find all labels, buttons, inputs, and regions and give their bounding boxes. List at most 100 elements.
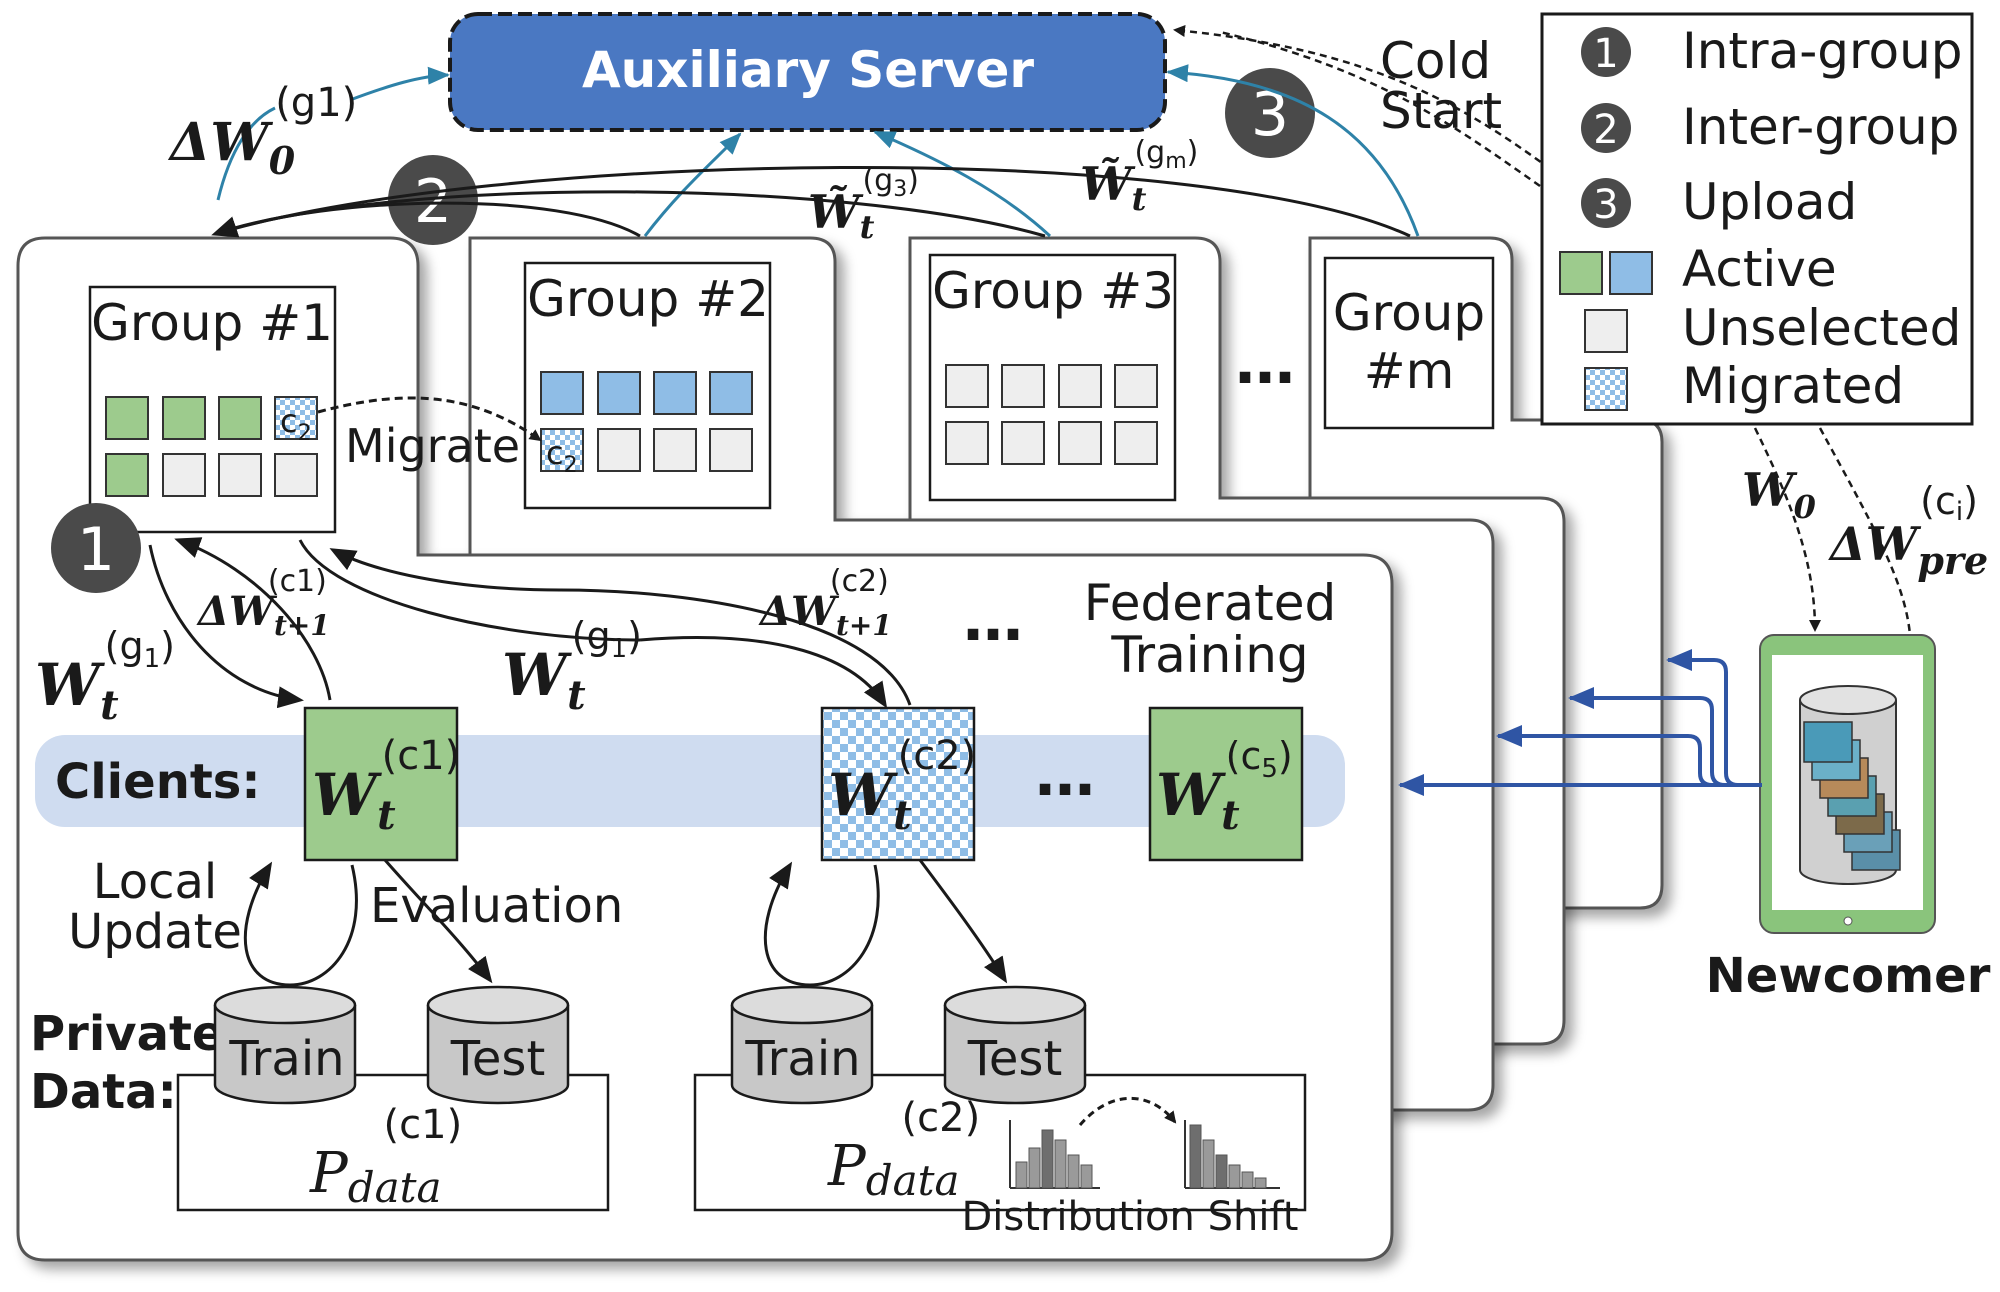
- local-update-loop-c1: [243, 861, 358, 987]
- g3-client-unselected: [1058, 364, 1102, 408]
- test-label-c2: Test: [967, 1031, 1063, 1087]
- legend-marker-2-num: 2: [1593, 107, 1618, 153]
- g1-client-unselected: [162, 453, 206, 497]
- legend-marker-1: [1581, 27, 1631, 77]
- group-1-clients: [105, 396, 318, 497]
- g2-client-active: [709, 371, 753, 415]
- local-update-loop-c2: [763, 861, 880, 987]
- g3-client-unselected: [1114, 364, 1158, 408]
- auxiliary-server-label: Auxiliary Server: [582, 41, 1034, 99]
- g2-client-active: [540, 371, 584, 415]
- legend-label-active: Active: [1682, 240, 1837, 298]
- private-data-line2: Data:: [30, 1064, 177, 1120]
- legend-swatch-unselected: [1584, 309, 1628, 353]
- cold-start-line1: Cold: [1380, 32, 1491, 90]
- legend-marker-3: [1581, 178, 1631, 228]
- federated-training-line1: Federated: [1084, 574, 1337, 632]
- upload-arrow-gm: [1166, 64, 1420, 237]
- step-marker-1-num: 1: [77, 515, 115, 585]
- intra-ellipsis: …: [963, 585, 1023, 655]
- group-3-clients: [945, 364, 1158, 465]
- step-marker-2: [388, 155, 478, 245]
- legend-marker-2: [1581, 103, 1631, 153]
- g3-client-unselected: [1001, 364, 1045, 408]
- intra-arrow-up-c2: [329, 548, 912, 706]
- g2-c2-tag: c2: [546, 434, 578, 478]
- client-c2-model-migrated: [820, 706, 976, 862]
- distribution-shift-arrow: [1078, 1096, 1177, 1126]
- g3-client-unselected: [945, 421, 989, 465]
- federated-training-line2: Training: [1110, 626, 1308, 684]
- p-data-c1: Pdata(c1): [309, 1102, 462, 1212]
- step-marker-3-num: 3: [1251, 80, 1289, 150]
- g2-client-c2-migrated: [540, 428, 584, 472]
- g3-client-unselected: [1001, 421, 1045, 465]
- migrate-label: Migrate: [345, 419, 520, 473]
- legend-swatch-migrated: [1584, 367, 1628, 411]
- g1-client-unselected: [218, 453, 262, 497]
- p-data-c2: Pdata(c2): [827, 1095, 980, 1205]
- inter-group-arrow-gm: [214, 166, 1411, 238]
- upload-arrow-g3: [873, 130, 1052, 238]
- test-db-c1: [426, 985, 570, 1105]
- step-marker-3: [1225, 68, 1315, 158]
- g1-client-active: [105, 453, 149, 497]
- train-db-c1: [213, 985, 357, 1105]
- newcomer-arrow-panel-3: [1568, 687, 1762, 787]
- newcomer-label: Newcomer: [1706, 948, 1991, 1004]
- group-3-title: Group #3: [932, 262, 1174, 320]
- group-m-box: [1323, 256, 1495, 430]
- g3-client-unselected: [945, 364, 989, 408]
- legend-marker-1-num: 1: [1593, 31, 1618, 77]
- newcomer-dwpre-dashed: [1818, 427, 1912, 636]
- cold-start-arrow-2: [1219, 30, 1541, 188]
- client-c2-weight: Wt(c2): [828, 733, 976, 839]
- cold-start-line2: Start: [1380, 82, 1502, 140]
- client-c1-model: [303, 706, 459, 862]
- legend-label-upload: Upload: [1682, 173, 1857, 231]
- evaluation-arrow-c2: [918, 859, 1008, 984]
- group-2-title: Group #2: [527, 270, 769, 328]
- intra-arrow-down-c2-b: [298, 539, 641, 642]
- g1-client-active: [218, 396, 262, 440]
- group-2-clients: [540, 371, 753, 472]
- g3-client-unselected: [1114, 421, 1158, 465]
- g3-client-unselected: [1058, 421, 1102, 465]
- legend-label-inter-group: Inter-group: [1682, 98, 1959, 156]
- intra-arrow-down-c1: [148, 544, 304, 709]
- local-update-line1: Local: [93, 854, 217, 910]
- intra-arrow-down-c2: [639, 636, 888, 709]
- newcomer-image-stack-icon: [1803, 721, 1901, 871]
- legend-swatch-blue: [1609, 251, 1653, 295]
- test-db-c2: [943, 985, 1087, 1105]
- g1-client-active: [105, 396, 149, 440]
- intra-arrow-up-c1: [174, 537, 332, 701]
- group-m-title-line2: #m: [1364, 342, 1455, 400]
- clients-ellipsis: …: [1035, 740, 1095, 810]
- histogram-after-icon: [1184, 1120, 1280, 1189]
- label-dW-pre: ΔWpre(ci): [1828, 479, 1988, 583]
- label-dW0-g1: ΔW0(g1): [167, 80, 357, 183]
- legend-label-unselected: Unselected: [1682, 299, 1961, 357]
- label-dW-c2: ΔWt+1(c2): [758, 564, 892, 642]
- newcomer-w0-arrow: [1753, 427, 1821, 632]
- auxiliary-server: [448, 12, 1167, 132]
- upload-arrow-g2: [643, 132, 742, 237]
- newcomer-arrow-panel-m: [1666, 649, 1762, 787]
- label-wtilde-g3: W̃t(g3): [808, 163, 919, 246]
- label-w0-newcomer: W0: [1742, 463, 1816, 526]
- test-label-c1: Test: [450, 1031, 546, 1087]
- train-label-c2: Train: [744, 1031, 860, 1087]
- train-label-c1: Train: [228, 1031, 344, 1087]
- newcomer-arrow-panel-2: [1496, 725, 1762, 787]
- g2-client-unselected: [709, 428, 753, 472]
- upload-arrow-g1b: [349, 66, 450, 102]
- g2-client-active: [653, 371, 697, 415]
- label-wt-g1-mid: Wt(g1): [502, 614, 642, 719]
- client-c5-model: [1148, 706, 1304, 862]
- g1-c2-tag: c2: [280, 402, 312, 446]
- g1-client-active: [162, 396, 206, 440]
- group-1-title: Group #1: [91, 294, 333, 352]
